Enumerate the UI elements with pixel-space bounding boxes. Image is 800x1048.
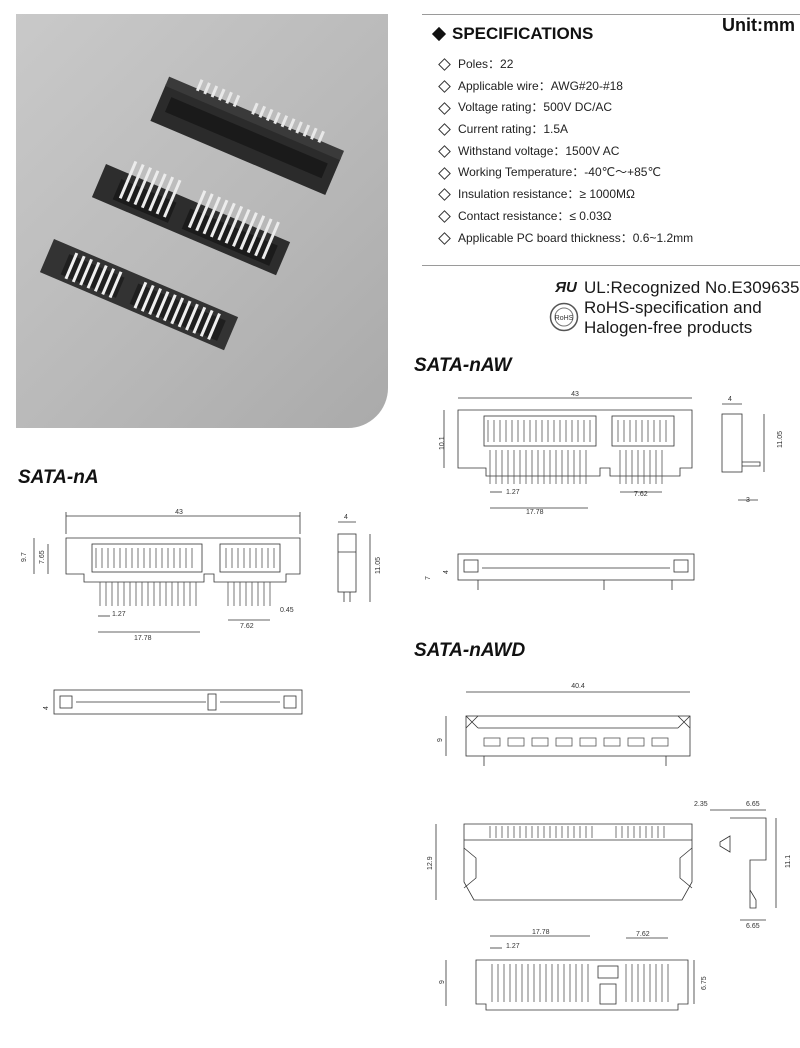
header-rule xyxy=(422,14,800,15)
diamond-outline-icon xyxy=(438,210,451,224)
svg-text:17.78: 17.78 xyxy=(134,635,152,642)
diamond-bullet-icon xyxy=(431,26,447,42)
svg-text:RoHS: RoHS xyxy=(555,315,574,322)
svg-text:11.1: 11.1 xyxy=(785,855,792,868)
drawing-nAW-bottom: 7 4 xyxy=(418,546,708,601)
diamond-outline-icon xyxy=(438,166,451,180)
svg-text:4: 4 xyxy=(728,396,732,403)
svg-text:4: 4 xyxy=(344,514,348,521)
rohs-text-line2: Halogen-free products xyxy=(584,318,753,337)
drawing-nAW-front: 43 10.1 1.27 17.78 7.62 xyxy=(430,388,710,523)
connector-front xyxy=(39,239,239,351)
svg-text:9: 9 xyxy=(437,738,444,742)
drawing-nAW-side: 4 11.05 3 xyxy=(714,392,794,517)
diamond-outline-icon xyxy=(438,80,451,93)
spec-item: Withstand voltage：1500V AC xyxy=(438,141,693,163)
spec-item: Working Temperature：-40℃～+85℃ xyxy=(438,162,693,184)
connector-photo-illustration xyxy=(39,76,345,351)
svg-text:11.05: 11.05 xyxy=(777,431,784,448)
spec-item: Insulation resistance：≥ 1000MΩ xyxy=(438,184,693,206)
ul-text: UL:Recognized No.E309635 xyxy=(584,278,800,297)
specifications-heading: SPECIFICATIONS xyxy=(430,24,593,44)
drawing-nA-side: 4 11.05 xyxy=(330,512,390,617)
svg-text:6.65: 6.65 xyxy=(746,923,760,930)
svg-text:43: 43 xyxy=(571,391,579,398)
spec-list: Poles：22 Applicable wire：AWG#20-#18 Volt… xyxy=(438,54,693,249)
svg-text:12.9: 12.9 xyxy=(427,856,434,870)
svg-text:9.7: 9.7 xyxy=(21,552,28,562)
drawing-nA-bottom: 4 xyxy=(40,684,310,729)
spec-item: Applicable wire：AWG#20-#18 xyxy=(438,76,693,98)
svg-text:7.62: 7.62 xyxy=(636,931,650,938)
diamond-outline-icon xyxy=(438,101,451,115)
drawing-nA-front: 43 9.7 7.65 1.27 17.78 7.62 0.45 xyxy=(14,504,314,649)
svg-text:7.62: 7.62 xyxy=(240,623,254,630)
model-title-nA: SATA-nA xyxy=(18,467,99,488)
drawing-nAWD-side: 2.35 6.65 11.1 6.65 xyxy=(690,796,800,941)
drawing-nAWD-bottom: 17.78 1.27 7.62 9 6.75 xyxy=(430,926,710,1041)
svg-text:43: 43 xyxy=(175,509,183,516)
svg-text:40.4: 40.4 xyxy=(571,683,585,690)
spec-item: Applicable PC board thickness：0.6~1.2mm xyxy=(438,228,693,250)
svg-text:1.27: 1.27 xyxy=(112,611,126,618)
rohs-text-line1: RoHS-specification and xyxy=(584,298,762,317)
spec-item: Poles：22 xyxy=(438,54,693,76)
svg-text:0.45: 0.45 xyxy=(280,607,294,614)
svg-text:7.62: 7.62 xyxy=(634,491,648,498)
svg-text:10.1: 10.1 xyxy=(439,436,446,450)
drawing-nAWD-top: 12.9 xyxy=(420,818,700,913)
spec-item: Contact resistance：≤ 0.03Ω xyxy=(438,206,693,228)
svg-text:17.78: 17.78 xyxy=(526,509,544,516)
rohs-logo-icon: RoHS xyxy=(549,302,579,337)
svg-text:3: 3 xyxy=(746,497,750,504)
model-title-nAW: SATA-nAW xyxy=(414,355,512,376)
model-title-nAWD: SATA-nAWD xyxy=(414,640,526,661)
svg-text:7.65: 7.65 xyxy=(39,550,46,564)
diamond-outline-icon xyxy=(438,58,451,72)
connector-back xyxy=(150,76,345,196)
spec-divider xyxy=(422,265,800,266)
svg-text:6.65: 6.65 xyxy=(746,801,760,808)
svg-text:1.27: 1.27 xyxy=(506,489,520,496)
svg-text:11.05: 11.05 xyxy=(375,557,382,574)
spec-item: Current rating：1.5A xyxy=(438,119,693,141)
connector-middle xyxy=(91,160,291,276)
svg-text:4: 4 xyxy=(443,570,450,574)
svg-text:2.35: 2.35 xyxy=(694,801,708,808)
svg-text:7: 7 xyxy=(425,576,432,580)
diamond-outline-icon xyxy=(438,188,451,202)
svg-text:6.75: 6.75 xyxy=(701,976,708,990)
diamond-outline-icon xyxy=(438,145,451,158)
svg-text:9: 9 xyxy=(439,980,446,984)
svg-text:1.27: 1.27 xyxy=(506,943,520,950)
ul-logo-icon: ЯU xyxy=(555,279,577,296)
specifications-title: SPECIFICATIONS xyxy=(452,24,594,43)
certifications: ЯU UL:Recognized No.E309635 RoHS-specific… xyxy=(554,278,799,338)
unit-label: Unit:mm xyxy=(722,15,795,35)
svg-text:17.78: 17.78 xyxy=(532,929,550,936)
spec-item: Voltage rating：500V DC/AC xyxy=(438,97,693,119)
product-photo xyxy=(16,14,388,428)
diamond-outline-icon xyxy=(438,123,451,137)
svg-text:4: 4 xyxy=(43,706,50,710)
drawing-nAWD-front: 40.4 9 xyxy=(432,676,702,781)
diamond-outline-icon xyxy=(438,231,451,245)
